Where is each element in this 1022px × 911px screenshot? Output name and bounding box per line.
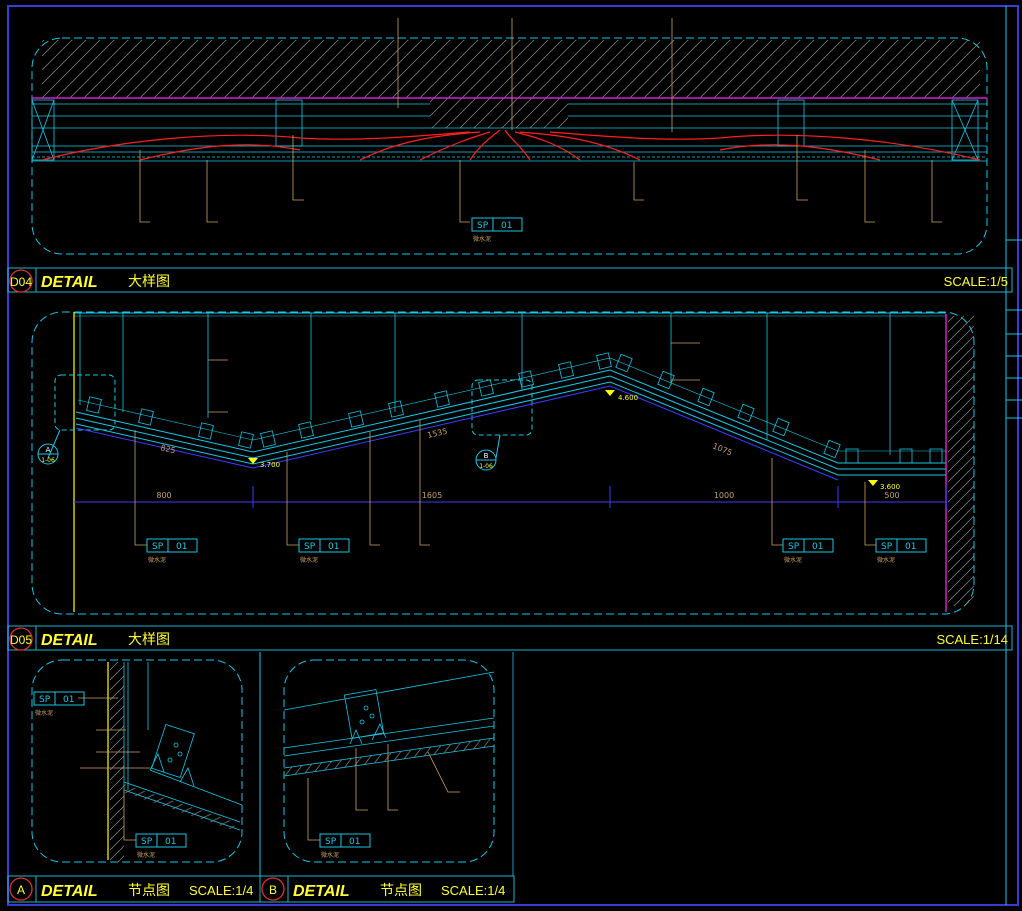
detail-b-scale: SCALE:1/4	[441, 883, 505, 898]
panel-d04: SP 01 微水泥 D04 DETAIL 大样图 SCALE:1/5	[7, 18, 1013, 293]
detail-b-cn-title: 节点图	[380, 883, 422, 899]
d04-layers	[31, 99, 987, 162]
d05-callout-b-frame	[471, 379, 533, 436]
tag-desc: 微水泥	[877, 556, 895, 564]
d04-sp01-tag: SP 01 微水泥	[471, 217, 523, 243]
panel-d05: 825 1535 1075 800 1605 1000 500 3.700 4.…	[7, 311, 1013, 651]
d05-slope-dim-3: 1075	[711, 442, 733, 458]
tag-code: SP	[881, 542, 893, 552]
sheet-border	[7, 5, 1019, 906]
callout-sheet: 1-06	[41, 457, 55, 464]
d05-number-ring	[9, 627, 33, 651]
tag-desc: 微水泥	[473, 235, 491, 243]
detail-a-label: DETAIL	[41, 883, 98, 900]
d05-cn-title: 大样图	[128, 632, 170, 648]
d04-core-hatch	[430, 98, 568, 128]
d04-label: DETAIL	[41, 274, 98, 291]
d05-callout-bubble-a: A 1-06	[37, 429, 61, 465]
tag-code: SP	[39, 695, 51, 705]
tag-desc: 微水泥	[148, 556, 166, 564]
d05-scale: SCALE:1/14	[936, 632, 1008, 647]
tag-num: 01	[812, 542, 823, 552]
d05-horiz-dim-1: 800	[156, 491, 171, 500]
detail-a-number: A	[17, 883, 25, 897]
detail-a-number-ring	[9, 877, 33, 901]
d05-callout-bubble-b: B 1-06	[475, 434, 501, 471]
detail-a-scale: SCALE:1/4	[189, 883, 253, 898]
d04-scale: SCALE:1/5	[944, 274, 1008, 289]
d05-horiz-dim-4: 500	[884, 491, 899, 500]
d05-slope-dim-2: 1535	[426, 427, 448, 440]
detail-a-frame	[31, 659, 243, 863]
title-block-edge	[1006, 239, 1022, 419]
detail-b-frame	[283, 659, 495, 863]
tag-num: 01	[176, 542, 187, 552]
level-text: 3.600	[880, 483, 900, 491]
detail-b-sp01-tag: SP 01 微水泥	[319, 833, 371, 859]
tag-code: SP	[477, 221, 489, 231]
detail-a-cn-title: 节点图	[128, 883, 170, 899]
tag-desc: 微水泥	[35, 709, 53, 717]
d05-horiz-dim-2: 1605	[422, 491, 442, 500]
d05-viewport-frame	[31, 311, 975, 615]
tag-num: 01	[501, 221, 512, 231]
tag-code: SP	[325, 837, 337, 847]
d05-callout-a-frame	[54, 374, 116, 431]
d04-number: D04	[10, 275, 32, 289]
tag-num: 01	[349, 837, 360, 847]
d05-horiz-dim-3: 1000	[714, 491, 734, 500]
d05-number: D05	[10, 633, 32, 647]
callout-letter: B	[484, 452, 489, 460]
tag-code: SP	[304, 542, 316, 552]
d05-ceiling-profile	[75, 357, 946, 476]
tag-num: 01	[905, 542, 916, 552]
d05-level-marker-1: 3.700	[248, 458, 280, 469]
d04-light-curves	[41, 129, 981, 161]
detail-a-sp01-tag-top: SP 01 微水泥	[33, 691, 85, 717]
detail-a-sp01-tag-bottom: SP 01 微水泥	[135, 833, 187, 859]
d05-right-wall	[948, 316, 974, 606]
tag-desc: 微水泥	[321, 851, 339, 859]
d05-level-marker-3: 3.600	[868, 480, 900, 491]
callout-sheet: 1-06	[479, 463, 493, 470]
tag-num: 01	[63, 695, 74, 705]
d04-cn-title: 大样图	[128, 274, 170, 290]
level-text: 3.700	[260, 461, 280, 469]
callout-letter: A	[46, 446, 51, 454]
panel-detail-a: SP 01 微水泥 SP 01 微水泥 A DETAIL 节点图 SCALE:1…	[7, 652, 514, 903]
d05-slope-dim-1: 825	[160, 443, 177, 455]
level-text: 4.600	[618, 394, 638, 402]
d05-sp01-tag-2: SP 01 微水泥	[298, 538, 350, 564]
d05-keel-clips	[86, 352, 943, 464]
tag-code: SP	[152, 542, 164, 552]
d04-leaders	[139, 18, 942, 223]
d05-sp01-tag-3: SP 01 微水泥	[782, 538, 834, 564]
d05-sp01-tag-4: SP 01 微水泥	[875, 538, 927, 564]
tag-code: SP	[141, 837, 153, 847]
d05-label: DETAIL	[41, 632, 98, 649]
detail-b-number-ring	[261, 877, 285, 901]
d05-slope-dims	[74, 385, 947, 508]
tag-num: 01	[328, 542, 339, 552]
d04-concrete-slab	[42, 40, 980, 98]
d05-leaders	[134, 342, 876, 546]
tag-code: SP	[788, 542, 800, 552]
detail-b-number: B	[269, 883, 277, 897]
d05-hangers	[79, 313, 891, 455]
d05-sp01-tag-1: SP 01 微水泥	[146, 538, 198, 564]
tag-desc: 微水泥	[784, 556, 802, 564]
detail-b-label: DETAIL	[293, 883, 350, 900]
d04-number-ring	[9, 269, 33, 293]
d05-level-marker-2: 4.600	[605, 390, 638, 402]
panel-detail-b: SP 01 微水泥 B DETAIL 节点图 SCALE:1/4	[259, 659, 515, 903]
tag-desc: 微水泥	[300, 556, 318, 564]
tag-desc: 微水泥	[137, 851, 155, 859]
detail-a-wall	[110, 662, 124, 862]
tag-num: 01	[165, 837, 176, 847]
